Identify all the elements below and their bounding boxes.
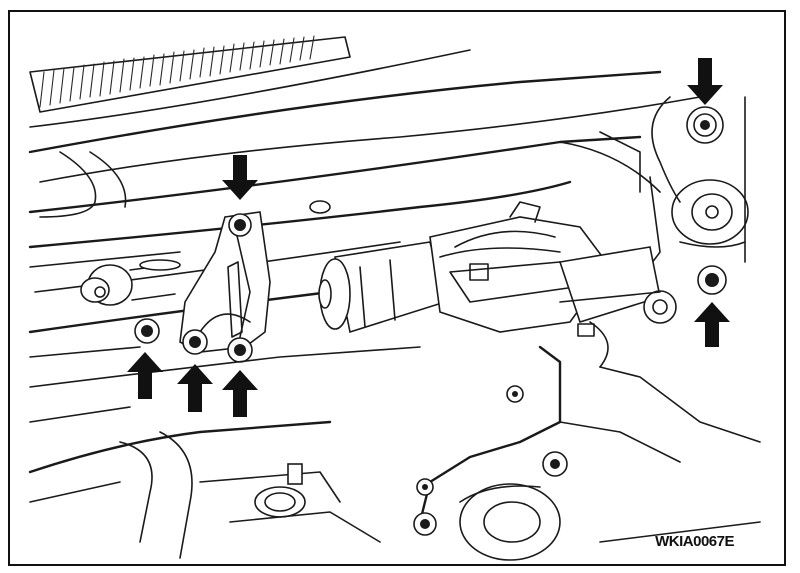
bolt-right	[697, 265, 727, 295]
arrow-up-lower-right	[222, 370, 258, 417]
bolt-lower-left	[134, 318, 160, 344]
bolt-upper-right	[686, 106, 724, 144]
arrow-up-right	[694, 302, 730, 347]
bolt-lower-right	[227, 337, 253, 363]
arrow-down-upper-bracket	[222, 155, 258, 200]
wiper-motor-illustration	[28, 35, 761, 561]
figure-caption: WKIA0067E	[655, 533, 734, 550]
arrow-down-upper-right	[687, 58, 723, 105]
wiper-motor	[318, 201, 677, 368]
arrow-up-lower-left	[127, 352, 163, 399]
diagram-frame: WKIA0067E	[8, 10, 786, 566]
pivot-mount	[651, 96, 749, 263]
bolt-lower-middle	[182, 329, 208, 355]
bolt-upper-bracket	[228, 213, 252, 237]
linkage-bracket	[179, 211, 271, 353]
arrow-up-lower-middle	[177, 364, 213, 412]
cowl-top-grille	[29, 35, 471, 128]
lower-bulkhead	[28, 345, 761, 561]
clip-grommet	[80, 259, 181, 306]
